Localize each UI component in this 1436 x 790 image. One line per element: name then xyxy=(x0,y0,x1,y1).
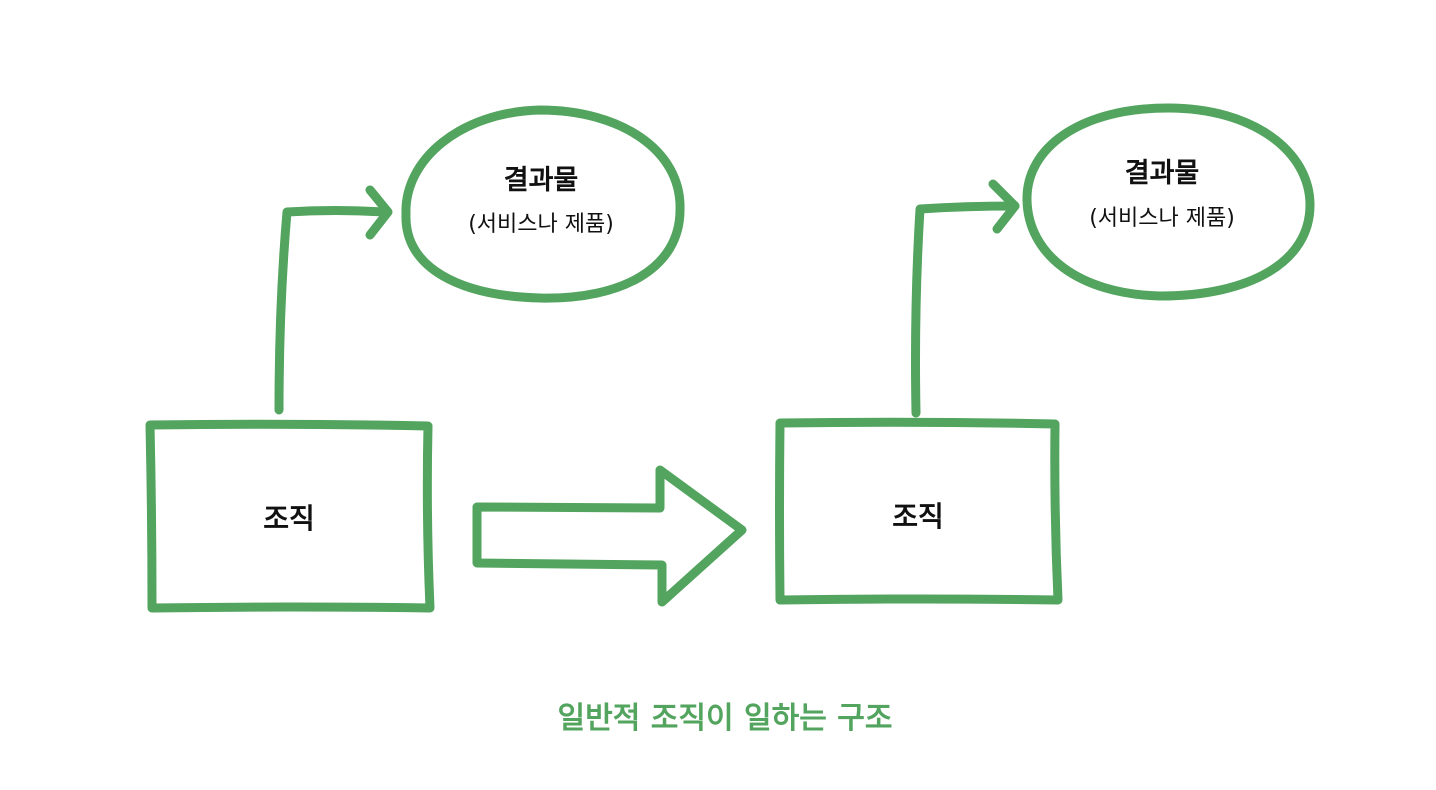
left-outcome-ellipse xyxy=(401,105,685,303)
right-outcome-title: 결과물 xyxy=(1125,158,1200,189)
right-organization-label: 조직 xyxy=(892,500,944,533)
right-outcome-subtitle: (서비스나 제품) xyxy=(1089,206,1235,231)
right-connector-arrowhead xyxy=(988,179,1020,234)
left-connector-arrow xyxy=(274,206,390,415)
left-organization-label: 조직 xyxy=(263,502,315,535)
diagram-caption: 일반적 조직이 일하는 구조 xyxy=(558,701,893,736)
right-group: 조직 결과물 (서비스나 제품) xyxy=(775,103,1315,605)
left-connector-arrowhead xyxy=(365,185,393,240)
right-organization-box xyxy=(775,417,1063,605)
left-outcome-title: 결과물 xyxy=(504,165,579,196)
left-organization-box xyxy=(145,419,435,613)
transition-block-arrow xyxy=(472,465,747,607)
right-connector-arrow xyxy=(911,201,1020,418)
right-outcome-ellipse xyxy=(1022,103,1315,301)
left-group: 조직 결과물 (서비스나 제품) xyxy=(145,105,685,613)
left-outcome-subtitle: (서비스나 제품) xyxy=(468,212,614,237)
